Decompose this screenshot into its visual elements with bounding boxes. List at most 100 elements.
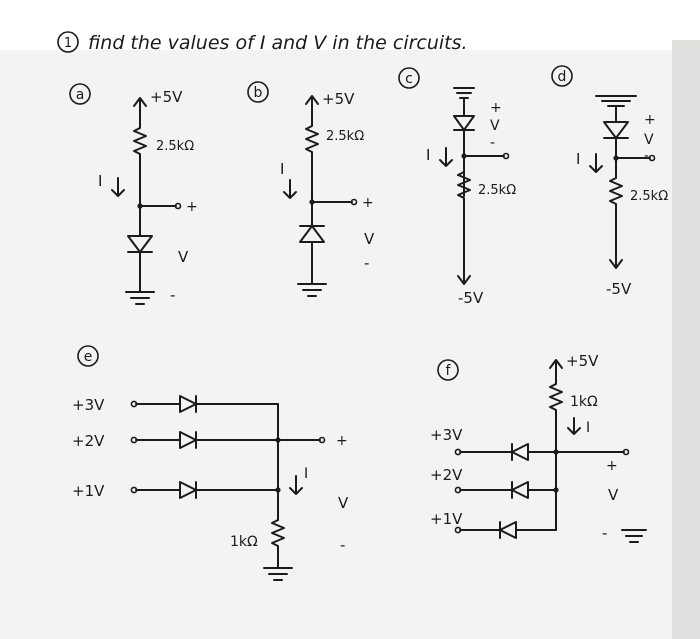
- supply-arrow-icon: [609, 259, 623, 269]
- circuit-d-label-circle: [551, 65, 573, 87]
- circuit-a-resistor: 2.5kΩ: [156, 139, 194, 154]
- problem-heading: 1 find the values of I and V in the circ…: [57, 31, 468, 54]
- circuit-c-plus: +: [490, 100, 502, 116]
- circuit-b-minus: -: [364, 254, 369, 272]
- ground-icon: [263, 567, 293, 581]
- circuit-c-voltage: V: [490, 118, 500, 134]
- circuit-d-supply: -5V: [606, 280, 632, 298]
- circuit-c-supply: -5V: [458, 289, 484, 307]
- circuit-d-label: d: [558, 69, 567, 85]
- current-arrow-icon: [589, 153, 603, 173]
- problem-number-circle: [57, 31, 79, 53]
- circuit-e-resistor: 1kΩ: [230, 534, 258, 550]
- circuit-d-current: I: [576, 150, 580, 168]
- circuit-c-current: I: [426, 146, 430, 164]
- resistor-icon: [609, 165, 623, 267]
- circuit-f-voltage: V: [608, 486, 619, 504]
- circuit-c-minus: -: [490, 135, 495, 151]
- circuit-a-supply: +5V: [150, 88, 183, 106]
- diode-icon: [459, 521, 557, 539]
- ground-icon: [125, 291, 155, 305]
- ground-icon: [621, 529, 647, 543]
- diode-icon: [127, 207, 153, 293]
- paper-top-glare: [0, 0, 700, 50]
- circuit-a-voltage: V: [178, 248, 189, 266]
- circuit-f-resistor: 1kΩ: [570, 394, 598, 410]
- circuit-f-label-circle: [437, 359, 459, 381]
- diode-icon: [299, 203, 325, 285]
- circuit-f-minus: -: [602, 524, 607, 542]
- supply-arrow-icon: [457, 275, 471, 285]
- output-terminal: [318, 436, 326, 444]
- output-terminal: [502, 152, 510, 160]
- diode-icon: [135, 481, 279, 499]
- circuit-e-voltage: V: [338, 494, 349, 512]
- circuit-b-resistor: 2.5kΩ: [326, 129, 364, 144]
- circuit-e-label-circle: [77, 345, 99, 367]
- circuit-c-label: c: [405, 71, 413, 87]
- circuit-e: e +3V +2V +1V + V - I 1kΩ: [72, 345, 349, 581]
- diode-icon: [459, 481, 557, 499]
- paper-edge-shadow: [672, 40, 700, 639]
- circuit-f-input-2: +2V: [430, 466, 463, 484]
- circuit-b-voltage: V: [364, 230, 375, 248]
- circuit-b-label: b: [254, 85, 263, 101]
- output-terminal: [622, 448, 630, 456]
- resistor-icon: [457, 171, 471, 283]
- current-arrow-icon: [289, 475, 303, 495]
- circuit-d-plus: +: [644, 112, 656, 128]
- output-terminal: [350, 198, 358, 206]
- current-arrow-icon: [567, 417, 581, 435]
- supply-arrow-icon: [305, 95, 319, 117]
- node-dot: [275, 487, 281, 493]
- ground-icon: [595, 95, 637, 119]
- circuit-b-label-circle: [247, 81, 269, 103]
- diode-icon: [603, 117, 629, 167]
- circuit-f: f +5V 1kΩ I +3V +2V +1V + V -: [430, 352, 647, 543]
- circuit-e-plus: +: [336, 433, 348, 449]
- circuit-b-plus: +: [362, 195, 374, 211]
- circuit-b-supply: +5V: [322, 90, 355, 108]
- diode-icon: [135, 395, 279, 413]
- diode-icon: [459, 443, 557, 461]
- circuit-f-input-3: +1V: [430, 510, 463, 528]
- resistor-icon: [549, 377, 563, 531]
- supply-arrow-icon: [549, 359, 563, 379]
- circuit-a-label: a: [76, 87, 85, 103]
- circuit-d-voltage: V: [644, 132, 654, 148]
- circuit-f-current: I: [586, 420, 590, 436]
- circuit-f-plus: +: [606, 458, 618, 474]
- circuit-a-label-circle: [69, 83, 91, 105]
- circuit-c-resistor: 2.5kΩ: [478, 183, 516, 198]
- ground-icon: [297, 283, 327, 297]
- resistor-icon: [133, 117, 147, 209]
- circuit-e-minus: -: [340, 536, 345, 554]
- resistor-icon: [271, 519, 285, 569]
- output-terminal: [174, 202, 182, 210]
- circuit-d-resistor: 2.5kΩ: [630, 189, 668, 204]
- problem-statement: find the values of I and V in the circui…: [88, 32, 468, 54]
- node-dot: [553, 487, 559, 493]
- circuit-e-input-2: +2V: [72, 432, 105, 450]
- circuit-a-plus: +: [186, 199, 198, 215]
- circuit-f-input-1: +3V: [430, 426, 463, 444]
- circuit-d: d + V - I 2.5kΩ -5V: [551, 65, 668, 298]
- problem-number: 1: [64, 36, 72, 51]
- circuit-b: b +5V 2.5kΩ I + V -: [247, 81, 375, 297]
- circuit-e-input-1: +3V: [72, 396, 105, 414]
- circuit-a-minus: -: [170, 286, 175, 304]
- circuit-c: c + V - I 2.5kΩ -5V: [398, 67, 516, 307]
- diode-icon: [135, 431, 279, 449]
- circuit-a: a +5V 2.5kΩ I + V -: [69, 83, 198, 305]
- current-arrow-icon: [439, 147, 453, 167]
- circuit-d-minus: -: [644, 148, 649, 164]
- supply-arrow-icon: [133, 97, 147, 119]
- current-arrow-icon: [111, 177, 125, 197]
- circuit-b-current: I: [280, 160, 284, 178]
- diode-icon: [453, 109, 475, 197]
- circuit-a-current: I: [98, 172, 102, 190]
- circuit-f-supply: +5V: [566, 352, 599, 370]
- current-arrow-icon: [283, 179, 297, 199]
